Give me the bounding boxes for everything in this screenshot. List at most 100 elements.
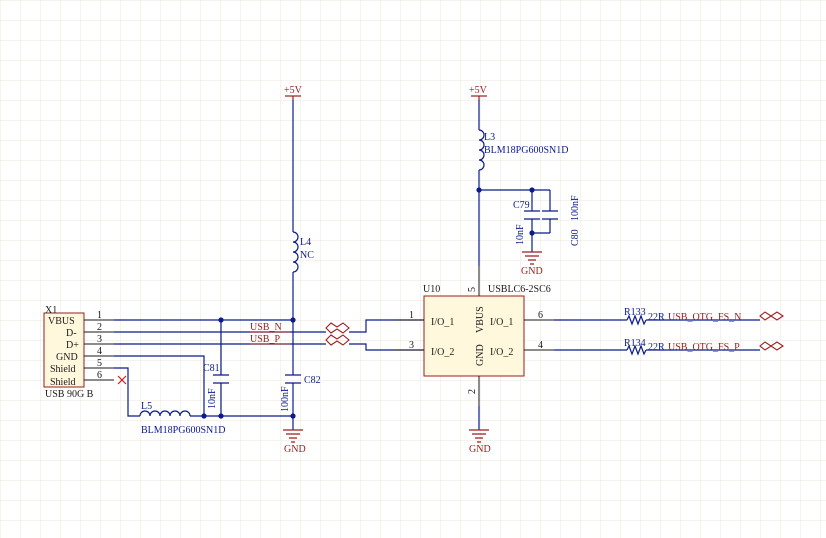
inductor-value: NC: [300, 250, 314, 261]
resistor-designator: R134: [624, 338, 646, 349]
connector-pin-name: GND: [56, 352, 78, 363]
connector-pin-number: 5: [97, 358, 102, 369]
resistor-r134[interactable]: R134 22R: [624, 338, 665, 356]
inductor-designator: L3: [484, 132, 495, 143]
diff-pair-marker: [325, 334, 350, 346]
resistor-value: 22R: [648, 342, 665, 353]
inductor-l3[interactable]: L3 BLM18PG600SN1D: [478, 129, 568, 171]
resistor-designator: R133: [624, 307, 646, 318]
ground-label: GND: [521, 266, 543, 277]
net-label-usb-n[interactable]: USB_N: [250, 322, 290, 333]
junction-dot: [218, 413, 224, 419]
ic-pin-label: I/O_2: [431, 347, 454, 358]
wire-shield: [114, 367, 140, 417]
ic-u10[interactable]: U10 USBLC6-2SC6 I/O_1 I/O_2 I/O_1 I/O_2 …: [394, 266, 554, 406]
ic-pin-label: I/O_1: [431, 317, 454, 328]
power-5v-label: +5V: [469, 85, 488, 96]
connector-pin-name: Shield: [50, 364, 76, 375]
ground-label: GND: [469, 444, 491, 455]
connector-pin-name: D+: [66, 340, 79, 351]
resistor-zigzag: [626, 314, 647, 326]
no-connect-marker: [117, 375, 127, 385]
capacitor-c79[interactable]: C79 10nF: [513, 200, 540, 245]
wire-gnd: [114, 355, 205, 416]
capacitor-designator: C81: [203, 363, 220, 374]
capacitor-plates: [524, 210, 540, 220]
connector-pin-name: D-: [66, 328, 77, 339]
power-5v-left: +5V: [284, 85, 303, 100]
resistor-zigzag: [626, 344, 647, 356]
capacitor-c82[interactable]: C82 100nF: [280, 374, 321, 412]
connector-pin-lines: [84, 319, 114, 381]
diff-pair-marker: [759, 341, 784, 351]
capacitor-value: 10nF: [515, 224, 526, 245]
junction-dot: [218, 317, 224, 323]
diff-pair-marker: [325, 322, 350, 334]
resistor-r133[interactable]: R133 22R: [624, 307, 665, 326]
net-name: USB_OTG_FS_P: [668, 342, 740, 353]
capacitor-c81[interactable]: C81 10nF: [203, 363, 229, 409]
capacitor-c80[interactable]: C80 100nF: [542, 195, 581, 246]
ground-symbol-mid: GND: [283, 429, 306, 455]
capacitor-value: 100nF: [280, 386, 291, 412]
connector-designator: X1: [45, 305, 57, 316]
ic-pin-label: VBUS: [475, 306, 486, 333]
junction-dot: [529, 187, 535, 193]
capacitor-plates: [213, 374, 229, 384]
net-label-otg-p[interactable]: USB_OTG_FS_P: [668, 342, 740, 353]
ic-pin-label: I/O_1: [490, 317, 513, 328]
capacitor-plates: [285, 374, 301, 384]
ic-pin-label: I/O_2: [490, 347, 513, 358]
connector-pin-number: 3: [97, 334, 102, 345]
junction-dot: [529, 230, 535, 236]
junction-dot: [476, 187, 482, 193]
power-5v-right: +5V: [469, 85, 488, 100]
net-label-usb-p[interactable]: USB_P: [250, 334, 290, 345]
inductor-l4[interactable]: L4 NC: [292, 231, 314, 273]
power-5v-label: +5V: [284, 85, 303, 96]
ic-pin-number: 5: [467, 287, 478, 292]
junction-dot: [290, 317, 296, 323]
connector-body: [43, 312, 85, 388]
capacitor-designator: C82: [304, 375, 321, 386]
connector-x1[interactable]: X1 USB 90G B VBUS D- D+ GND Shield Shiel…: [43, 305, 114, 400]
ic-designator: U10: [423, 284, 440, 295]
ground-symbol-cap: GND: [521, 251, 543, 277]
wire-cap-network: [479, 189, 551, 252]
connector-pin-number: 6: [97, 370, 102, 381]
inductor-l5[interactable]: L5 BLM18PG600SN1D: [139, 401, 225, 436]
connector-pin-name: VBUS: [48, 316, 75, 327]
connector-pin-name: Shield: [50, 377, 76, 388]
inductor-coil: [478, 129, 485, 171]
ic-value: USBLC6-2SC6: [488, 284, 551, 295]
ic-pin-number: 4: [538, 340, 543, 351]
ic-pin-number: 2: [467, 389, 478, 394]
inductor-designator: L5: [141, 401, 152, 412]
connector-value: USB 90G B: [45, 389, 94, 400]
ic-body: [423, 295, 525, 377]
capacitor-designator: C79: [513, 200, 530, 211]
capacitor-value: 100nF: [570, 195, 581, 221]
ic-pin-number: 3: [409, 340, 414, 351]
ground-label: GND: [284, 444, 306, 455]
junction-dot: [290, 413, 296, 419]
inductor-coil: [139, 410, 191, 417]
inductor-designator: L4: [300, 237, 311, 248]
junction-dot: [201, 413, 207, 419]
inductor-coil: [292, 231, 299, 273]
resistor-value: 22R: [648, 312, 665, 323]
ic-pin-label: GND: [475, 344, 486, 366]
net-name: USB_P: [250, 334, 280, 345]
connector-pin-number: 4: [97, 346, 102, 357]
ground-symbol-u10: GND: [469, 429, 491, 455]
capacitor-plates: [542, 210, 558, 220]
net-label-otg-n[interactable]: USB_OTG_FS_N: [668, 312, 741, 323]
net-name: USB_OTG_FS_N: [668, 312, 741, 323]
connector-pin-number: 1: [97, 310, 102, 321]
capacitor-designator: C80: [570, 229, 581, 246]
capacitor-value: 10nF: [207, 388, 218, 409]
net-name: USB_N: [250, 322, 282, 333]
